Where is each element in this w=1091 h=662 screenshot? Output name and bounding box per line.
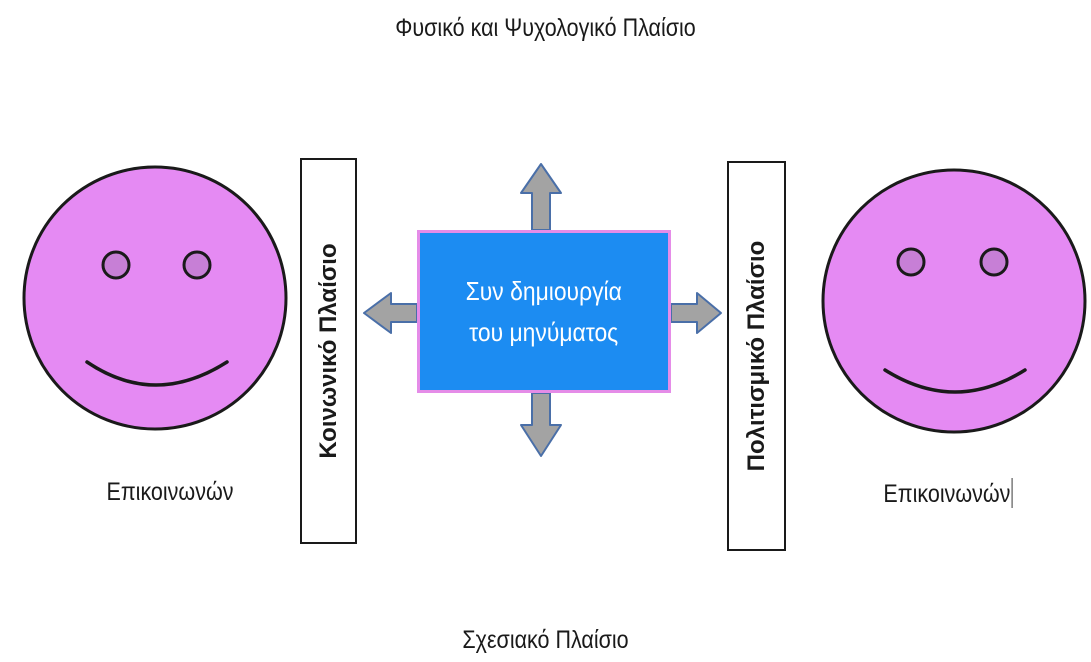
left-smiley-face-icon — [22, 165, 288, 431]
arrow-left-icon — [363, 292, 418, 334]
message-cocreation-box: Συν δημιουργία του μηνύματος — [417, 230, 671, 393]
arrow-down-icon — [520, 392, 562, 457]
message-box-line1: Συν δημιουργία — [465, 276, 623, 307]
social-context-label: Κοινωνικό Πλαίσιο — [314, 243, 342, 459]
right-smiley-face-icon — [821, 168, 1087, 434]
physical-psychological-context-label: Φυσικό και Ψυχολογικό Πλαίσιο — [395, 14, 696, 42]
social-context-box: Κοινωνικό Πλαίσιο — [300, 158, 357, 544]
arrow-right-icon — [670, 292, 722, 334]
message-box-line2: του μηνύματος — [469, 316, 619, 347]
cultural-context-box: Πολιτισμικό Πλαίσιο — [727, 161, 786, 551]
arrow-up-icon — [520, 163, 562, 231]
right-communicator-label: Επικοινωνών — [853, 478, 1042, 509]
text-cursor — [1011, 478, 1013, 508]
cultural-context-label: Πολιτισμικό Πλαίσιο — [742, 240, 770, 472]
relational-context-label: Σχεσιακό Πλαίσιο — [462, 626, 629, 654]
left-communicator-label: Επικοινωνών — [106, 478, 234, 506]
